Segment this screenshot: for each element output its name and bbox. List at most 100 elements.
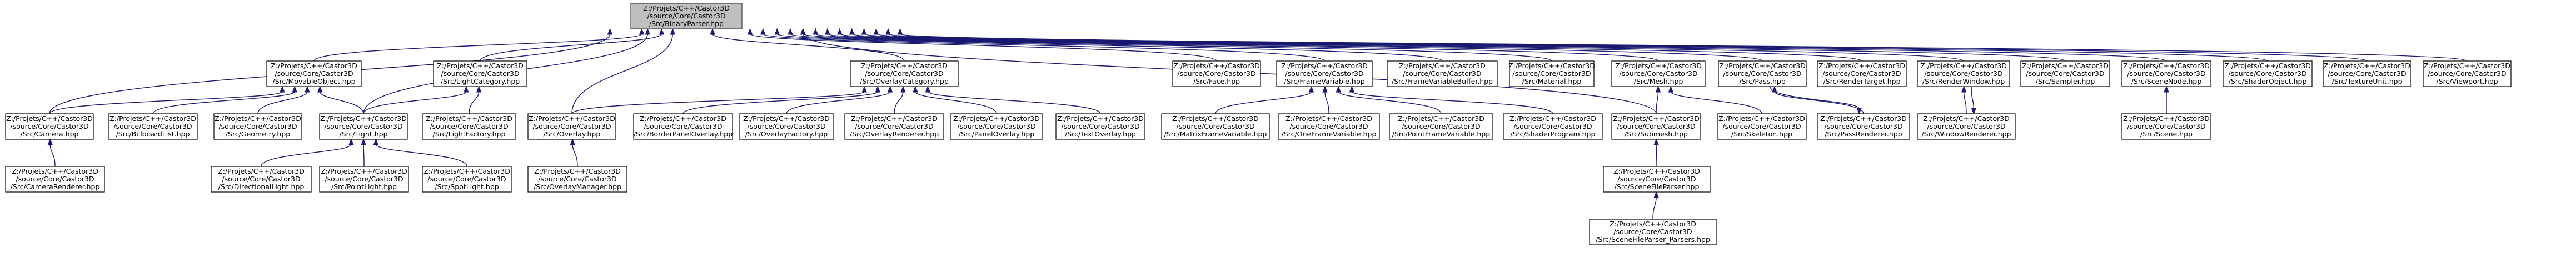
file-node-shaderprog[interactable]: Z:/Projets/C++/Castor3D/source/Core/Cast… xyxy=(1503,113,1603,140)
file-node-borderpanel[interactable]: Z:/Projets/C++/Castor3D/source/Core/Cast… xyxy=(633,113,733,140)
node-label-line: /Src/CameraRenderer.hpp xyxy=(11,183,100,191)
file-node-overlaymgr[interactable]: Z:/Projets/C++/Castor3D/source/Core/Cast… xyxy=(527,166,627,193)
arrowhead-icon xyxy=(887,85,893,93)
file-node-overlayfactory[interactable]: Z:/Projets/C++/Castor3D/source/Core/Cast… xyxy=(739,113,834,140)
arrowhead-icon xyxy=(800,28,806,35)
arrowhead-icon xyxy=(875,85,880,93)
node-box xyxy=(950,113,1043,140)
file-node-overlaycat[interactable]: Z:/Projets/C++/Castor3D/source/Core/Cast… xyxy=(850,60,959,87)
node-label-line: /source/Core/Castor3D xyxy=(957,122,1035,130)
file-node-overlayrenderer[interactable]: Z:/Projets/C++/Castor3D/source/Core/Cast… xyxy=(844,113,944,140)
file-node-texunit[interactable]: Z:/Projets/C++/Castor3D/source/Core/Cast… xyxy=(2323,60,2411,87)
node-label-line: /source/Core/Castor3D xyxy=(1289,122,1368,130)
node-label-line: /Src/SceneFileParser.hpp xyxy=(1615,183,1700,191)
node-box xyxy=(2121,113,2211,140)
node-label-line: Z:/Projets/C++/Castor3D xyxy=(423,167,510,175)
file-node-wrenderer[interactable]: Z:/Projets/C++/Castor3D/source/Core/Cast… xyxy=(1917,113,2016,140)
node-label-line: /Src/Sampler.hpp xyxy=(2036,77,2095,85)
file-node-skeleton[interactable]: Z:/Projets/C++/Castor3D/source/Core/Cast… xyxy=(1717,113,1807,140)
node-label-line: /source/Core/Castor3D xyxy=(1927,122,2005,130)
node-label-line: Z:/Projets/C++/Castor3D xyxy=(1820,114,1907,123)
node-label-line: /source/Core/Castor3D xyxy=(1619,69,1697,78)
node-label-line: /source/Core/Castor3D xyxy=(855,122,933,130)
file-node-onefv[interactable]: Z:/Projets/C++/Castor3D/source/Core/Cast… xyxy=(1278,113,1380,140)
file-node-scene[interactable]: Z:/Projets/C++/Castor3D/source/Core/Cast… xyxy=(2121,113,2211,140)
node-label-line: Z:/Projets/C++/Castor3D xyxy=(1920,62,2007,70)
file-node-movable[interactable]: Z:/Projets/C++/Castor3D/source/Core/Cast… xyxy=(266,60,362,87)
file-node-root[interactable]: Z:/Projets/C++/Castor3D/source/Core/Cast… xyxy=(630,3,743,29)
file-node-scenefileparser[interactable]: Z:/Projets/C++/Castor3D/source/Core/Cast… xyxy=(1603,166,1711,193)
node-box xyxy=(211,166,312,193)
node-label-line: /source/Core/Castor3D xyxy=(222,175,300,183)
node-box xyxy=(319,113,408,140)
file-node-fvbuffer[interactable]: Z:/Projets/C++/Castor3D/source/Core/Cast… xyxy=(1387,60,1498,87)
node-label-line: /Src/OverlayCategory.hpp xyxy=(860,77,949,85)
file-node-framevar[interactable]: Z:/Projets/C++/Castor3D/source/Core/Cast… xyxy=(1276,60,1373,87)
edge-pass-to-root xyxy=(815,33,1763,62)
file-node-overlay[interactable]: Z:/Projets/C++/Castor3D/source/Core/Cast… xyxy=(527,113,616,140)
node-label-line: /Src/SceneNode.hpp xyxy=(2131,77,2202,85)
arrowhead-icon xyxy=(1308,85,1314,93)
file-node-sfpparsers[interactable]: Z:/Projets/C++/Castor3D/source/Core/Cast… xyxy=(1589,219,1717,245)
file-node-rtarget[interactable]: Z:/Projets/C++/Castor3D/source/Core/Cast… xyxy=(1817,60,1907,87)
file-node-rwindow[interactable]: Z:/Projets/C++/Castor3D/source/Core/Cast… xyxy=(1917,60,2010,87)
file-node-geometry[interactable]: Z:/Projets/C++/Castor3D/source/Core/Cast… xyxy=(213,113,302,140)
node-label-line: Z:/Projets/C++/Castor3D xyxy=(6,114,93,123)
node-label-line: /source/Core/Castor3D xyxy=(2228,69,2306,78)
node-label-line: /Src/Mesh.hpp xyxy=(1634,77,1683,85)
file-node-pass[interactable]: Z:/Projets/C++/Castor3D/source/Core/Cast… xyxy=(1718,60,1807,87)
node-label-line: /source/Core/Castor3D xyxy=(1176,122,1254,130)
file-node-matrixfv[interactable]: Z:/Projets/C++/Castor3D/source/Core/Cast… xyxy=(1161,113,1270,140)
node-label-line: /source/Core/Castor3D xyxy=(1617,175,1696,183)
node-label-line: /Src/Pass.hpp xyxy=(1739,77,1786,85)
node-label-line: Z:/Projets/C++/Castor3D xyxy=(1718,114,1805,123)
arrowhead-icon xyxy=(348,138,354,145)
file-node-lightfactory[interactable]: Z:/Projets/C++/Castor3D/source/Core/Cast… xyxy=(422,113,516,140)
file-node-viewport[interactable]: Z:/Projets/C++/Castor3D/source/Core/Cast… xyxy=(2423,60,2512,87)
arrowhead-icon xyxy=(1336,85,1341,93)
file-node-panel[interactable]: Z:/Projets/C++/Castor3D/source/Core/Cast… xyxy=(950,113,1043,140)
node-label-line: /Src/BillboardList.hpp xyxy=(116,130,190,138)
edge-wrenderer-to-rwindow xyxy=(1963,91,1967,114)
file-node-mesh[interactable]: Z:/Projets/C++/Castor3D/source/Core/Cast… xyxy=(1611,60,1706,87)
file-node-spotlight[interactable]: Z:/Projets/C++/Castor3D/source/Core/Cast… xyxy=(422,166,512,193)
arrowhead-icon xyxy=(825,28,830,35)
arrowhead-icon xyxy=(570,138,575,145)
node-label-line: Z:/Projets/C++/Castor3D xyxy=(861,62,948,70)
node-box xyxy=(1387,60,1498,87)
file-node-lightcat[interactable]: Z:/Projets/C++/Castor3D/source/Core/Cast… xyxy=(433,60,527,87)
file-node-billboard[interactable]: Z:/Projets/C++/Castor3D/source/Core/Cast… xyxy=(108,113,198,140)
node-label-line: Z:/Projets/C++/Castor3D xyxy=(534,167,621,175)
node-label-line: /source/Core/Castor3D xyxy=(1613,227,1692,236)
node-label-line: Z:/Projets/C++/Castor3D xyxy=(743,114,830,123)
file-node-scenenode[interactable]: Z:/Projets/C++/Castor3D/source/Core/Cast… xyxy=(2121,60,2211,87)
file-node-submesh[interactable]: Z:/Projets/C++/Castor3D/source/Core/Cast… xyxy=(1611,113,1701,140)
file-node-face[interactable]: Z:/Projets/C++/Castor3D/source/Core/Cast… xyxy=(1172,60,1261,87)
edge-shaderprog-to-framevar xyxy=(1351,91,1553,114)
file-node-text[interactable]: Z:/Projets/C++/Castor3D/source/Core/Cast… xyxy=(1055,113,1145,140)
node-label-line: Z:/Projets/C++/Castor3D xyxy=(2123,62,2210,70)
file-node-shaderobj[interactable]: Z:/Projets/C++/Castor3D/source/Core/Cast… xyxy=(2223,60,2313,87)
node-label-line: /Src/Submesh.hpp xyxy=(1625,130,1688,138)
node-box xyxy=(2121,60,2211,87)
node-box xyxy=(1718,60,1807,87)
arrowhead-icon xyxy=(464,85,469,93)
node-label-line: /Src/SceneFileParser_Parsers.hpp xyxy=(1596,235,1710,244)
file-node-pointfv[interactable]: Z:/Projets/C++/Castor3D/source/Core/Cast… xyxy=(1389,113,1493,140)
file-node-pointlight[interactable]: Z:/Projets/C++/Castor3D/source/Core/Cast… xyxy=(319,166,409,193)
file-node-light[interactable]: Z:/Projets/C++/Castor3D/source/Core/Cast… xyxy=(319,113,408,140)
file-node-dirlight[interactable]: Z:/Projets/C++/Castor3D/source/Core/Cast… xyxy=(211,166,312,193)
file-node-camera[interactable]: Z:/Projets/C++/Castor3D/source/Core/Cast… xyxy=(5,113,94,140)
node-box xyxy=(5,113,94,140)
node-label-line: /source/Core/Castor3D xyxy=(324,122,402,130)
node-box xyxy=(633,113,733,140)
edge-borderpanel-to-overlaycat xyxy=(682,91,878,114)
node-label-line: /source/Core/Castor3D xyxy=(532,122,611,130)
node-box xyxy=(1589,219,1717,245)
file-node-sampler[interactable]: Z:/Projets/C++/Castor3D/source/Core/Cast… xyxy=(2020,60,2110,87)
file-node-material[interactable]: Z:/Projets/C++/Castor3D/source/Core/Cast… xyxy=(1508,60,1595,87)
file-node-passrenderer[interactable]: Z:/Projets/C++/Castor3D/source/Core/Cast… xyxy=(1817,113,1910,140)
file-node-camrenderer[interactable]: Z:/Projets/C++/Castor3D/source/Core/Cast… xyxy=(5,166,105,193)
arrowhead-icon xyxy=(813,28,819,35)
node-label-line: /source/Core/Castor3D xyxy=(427,175,506,183)
